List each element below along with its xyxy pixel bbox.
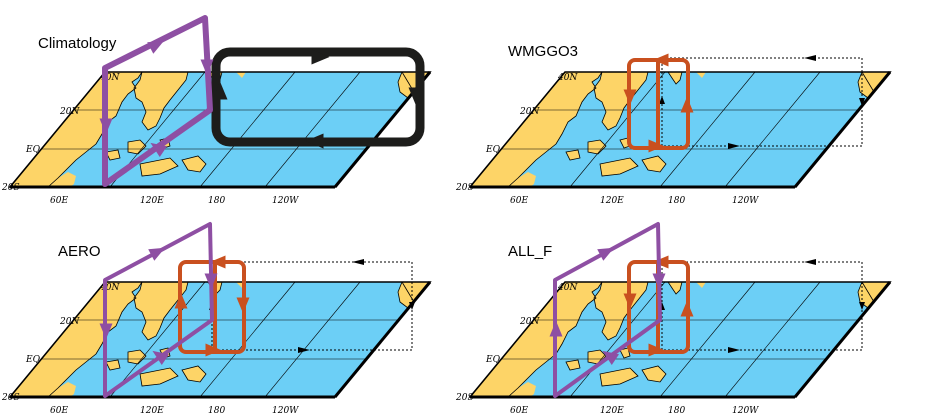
lat-label-20s: 20S: [455, 393, 474, 403]
panel-wmggo3: WMGGO3 40N 20N EQ 20S 60E 120E 180 120W: [455, 43, 892, 206]
panel-climatology: Climatology 40N 20N EQ 20S 60E 120E 180 …: [1, 15, 432, 206]
map: 40N 20N EQ 20S 60E 120E 180 120W: [1, 70, 432, 206]
lat-label-40n: 40N: [557, 283, 578, 293]
lon-label-120e: 120E: [600, 196, 624, 206]
panel-title: Climatology: [38, 35, 117, 52]
lon-label-60e: 60E: [50, 406, 68, 416]
lon-label-120w: 120W: [732, 196, 759, 206]
lat-label-eq: EQ: [485, 145, 501, 155]
lon-label-120e: 120E: [140, 406, 164, 416]
lat-label-40n: 40N: [99, 73, 120, 83]
lat-label-20n: 20N: [59, 317, 80, 327]
hadley-cell: [99, 15, 214, 187]
regional-cell: [623, 53, 694, 153]
lon-label-60e: 60E: [50, 196, 68, 206]
panel-all-f: ALL_F 40N 20N EQ 20S 60E 120E 180 120W: [455, 222, 892, 416]
map: 40N 20N EQ 20S 60E 120E 180 120W: [455, 280, 892, 416]
lat-label-40n: 40N: [99, 283, 120, 293]
lat-label-20n: 20N: [519, 107, 540, 117]
panel-title: ALL_F: [508, 243, 552, 260]
hadley-cell: [99, 222, 218, 398]
lat-label-20n: 20N: [59, 107, 80, 117]
map: 40N 20N EQ 20S 60E 120E 180 120W: [455, 70, 892, 206]
lon-label-60e: 60E: [510, 196, 528, 206]
lat-label-20s: 20S: [455, 183, 474, 193]
map: 40N 20N EQ 20S 60E 120E 180 120W: [1, 280, 432, 416]
panel-title: AERO: [58, 243, 101, 260]
lat-label-eq: EQ: [25, 355, 41, 365]
panel-title: WMGGO3: [508, 43, 578, 60]
lat-label-20s: 20S: [1, 393, 20, 403]
lat-label-20s: 20S: [1, 183, 20, 193]
hadley-cell: [549, 222, 666, 398]
walker-cell: [211, 47, 425, 149]
lat-label-20n: 20N: [519, 317, 540, 327]
lat-label-eq: EQ: [25, 145, 41, 155]
panel-aero: AERO 40N 20N EQ 20S 60E 120E 180 120W: [1, 222, 432, 416]
lat-label-eq: EQ: [485, 355, 501, 365]
lon-label-120e: 120E: [140, 196, 164, 206]
lon-label-180: 180: [208, 196, 225, 206]
lon-label-180: 180: [208, 406, 225, 416]
lon-label-120w: 120W: [272, 196, 299, 206]
lon-label-120e: 120E: [600, 406, 624, 416]
lat-label-40n: 40N: [557, 73, 578, 83]
walker-cell-weak: [659, 259, 865, 353]
lon-label-180: 180: [668, 406, 685, 416]
lon-label-180: 180: [668, 196, 685, 206]
lon-label-120w: 120W: [732, 406, 759, 416]
lon-label-120w: 120W: [272, 406, 299, 416]
lon-label-60e: 60E: [510, 406, 528, 416]
walker-cell-weak: [659, 55, 865, 149]
